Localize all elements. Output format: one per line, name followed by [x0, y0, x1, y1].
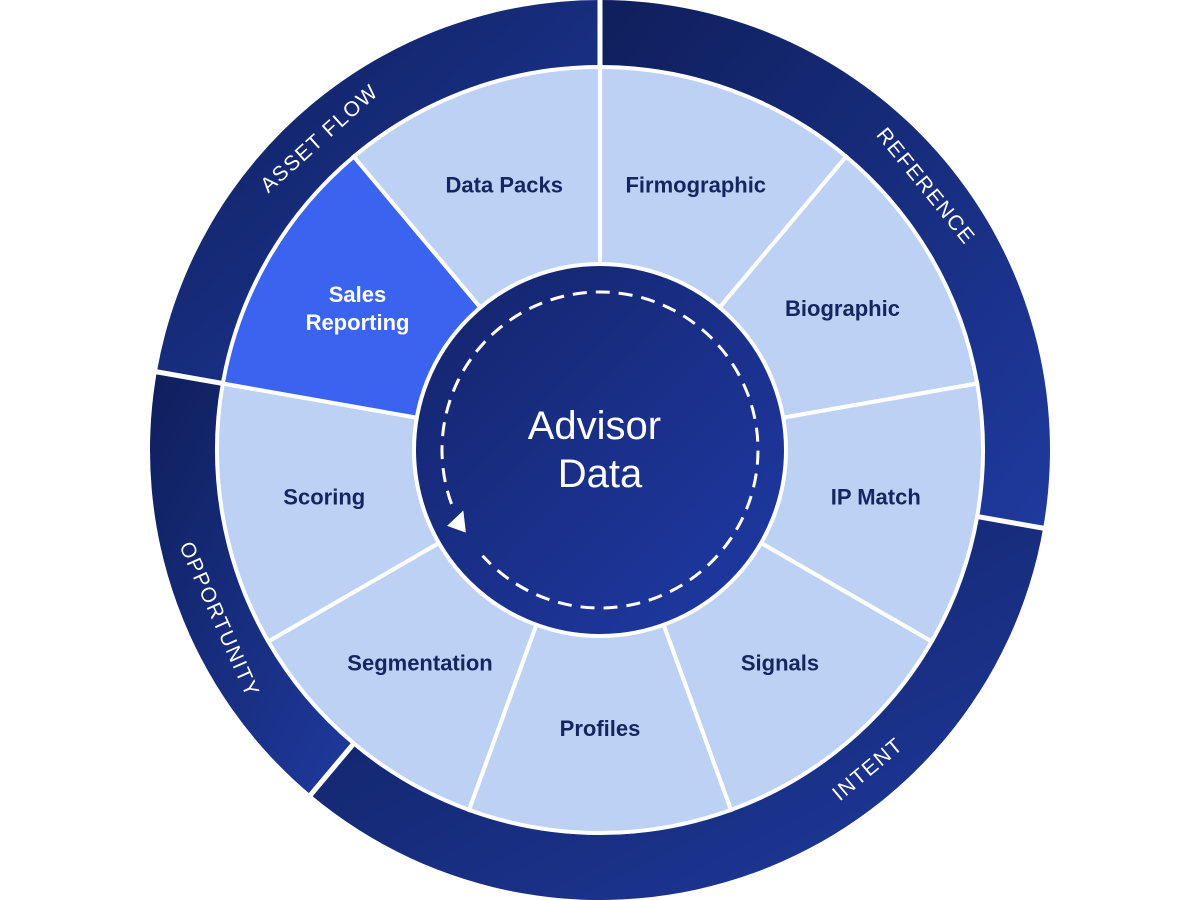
center-title: Advisor Data: [528, 404, 673, 496]
segment-label-ip-match: IP Match: [831, 484, 921, 509]
ring-band-asset-flow: [156, 0, 600, 384]
segment-label-data-packs: Data Packs: [446, 173, 563, 198]
center-title-line-2: Data: [558, 452, 643, 496]
center-hub: Advisor Data: [412, 262, 788, 638]
cycle-arrow: [440, 290, 760, 610]
center-disc: [412, 262, 788, 638]
segment-label-profiles: Profiles: [560, 716, 641, 741]
segment-label-signals: Signals: [741, 650, 819, 675]
ring-band-reference: [600, 0, 1050, 529]
segment-label-biographic: Biographic: [785, 296, 900, 321]
ring-band-intent: [310, 516, 1044, 900]
cycle-arrow-head-icon: [447, 510, 466, 533]
segment-label-line: Reporting: [306, 310, 410, 335]
ring-divider: [972, 513, 1046, 531]
segment-label-scoring: Scoring: [283, 484, 365, 509]
segment-label-segmentation: Segmentation: [347, 650, 492, 675]
ring-divider: [154, 369, 228, 387]
ring-band-opportunity: [149, 371, 356, 795]
segment-label-firmographic: Firmographic: [625, 173, 766, 198]
segment-label-line: Sales: [329, 282, 387, 307]
center-title-line-1: Advisor: [528, 404, 661, 448]
ring-divider: [307, 738, 359, 798]
